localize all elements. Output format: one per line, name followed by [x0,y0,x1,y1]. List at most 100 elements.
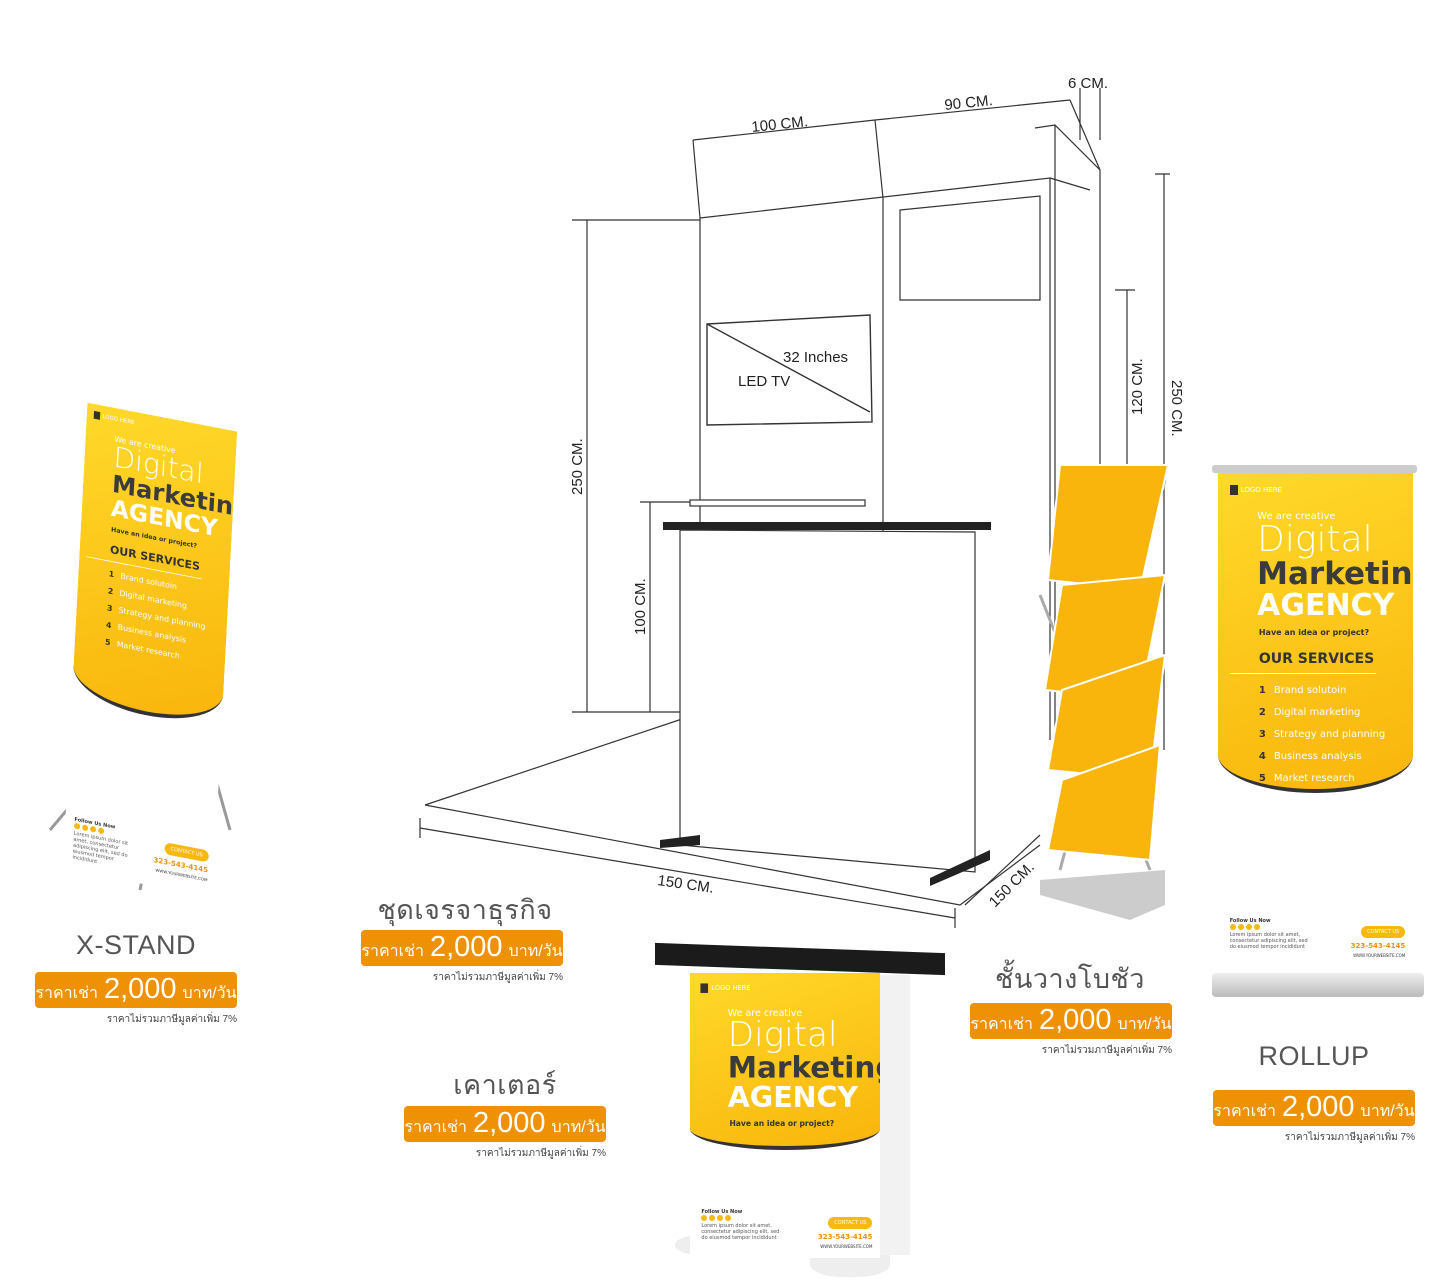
business-set-price-badge: ราคาเช่า 2,000 บาท/วัน [361,930,563,966]
booth-counter-feet [660,835,990,886]
poster-yellow-panel [1218,473,1413,793]
poster-logo: LOGO HERE [700,983,869,994]
price-prefix: ราคาเช่า [970,1016,1033,1033]
service-number: 4 [105,621,112,631]
counter-top [655,942,945,976]
tv-outline [706,314,873,426]
brochure-rack-vat-note: ราคาไม่รวมภาษีมูลค่าเพิ่ม 7% [1041,1045,1172,1056]
poster-footer: Follow Us Now Lorem ipsum dolor sit amet… [1229,918,1406,958]
service-number: 4 [1258,750,1266,762]
brochure-rack-price-badge: ราคาเช่า 2,000 บาท/วัน [970,1003,1172,1039]
counter-product: LOGO HERE We are creative Digital Market… [650,942,950,1280]
rollup-title: ROLLUP [1258,1041,1370,1071]
poster-lorem: Lorem ipsum dolor sit amet, consectetur … [701,1223,780,1242]
price-value: 2,000 [103,973,177,1005]
service-item: 4 Business analysis [1259,751,1401,762]
poster-website: WWW.YOURWEBSITE.COM [1353,953,1406,958]
tv-size-label: 32 Inches [783,349,848,366]
poster-footer: Follow Us Now Lorem ipsum dolor sit amet… [701,1209,873,1250]
poster-agency: AGENCY [1257,587,1395,623]
price-value: 2,000 [1038,1004,1112,1036]
service-number: 3 [106,604,113,614]
bag-icon [1229,484,1238,495]
poster-creative: We are creative [727,1008,803,1019]
poster-marketing: Marketing [727,1051,880,1086]
contact-button: CONTACT US [828,1217,873,1230]
poster-digital: Digital [1257,518,1373,560]
poster-services-title: OUR SERVICES [1229,651,1376,674]
service-number: 1 [1258,684,1266,696]
booth-counter-top [663,522,991,530]
price-value: 2,000 [429,931,503,963]
counter-title: เคาเตอร์ [453,1070,557,1100]
social-icons [701,1215,872,1223]
price-value: 2,000 [1281,1091,1355,1123]
follow-label: Follow Us Now [701,1209,743,1216]
x-stand-title: X-STAND [75,930,196,960]
service-item: 2 Digital marketing [1259,707,1401,718]
rollup-top-bar [1212,465,1417,473]
price-unit: บาท/วัน [1360,1103,1415,1120]
service-item: 5 Market research [1259,773,1401,784]
dim-top-left: 100 CM. [751,113,809,136]
counter-poster: LOGO HERE We are creative Digital Market… [690,973,880,1258]
business-set-vat-note: ราคาไม่รวมภาษีมูลค่าเพิ่ม 7% [432,972,563,983]
x-stand-poster: LOGO HERE We are creative Digital Market… [62,402,238,898]
rollup-base [1212,973,1424,997]
booth-door-frame [899,195,1041,301]
dimension-line-depth [964,834,1041,906]
service-number: 5 [1258,772,1266,784]
counter-side-panel [880,975,910,1255]
services-list: 1 Brand solutoin 2 Digital marketing 3 Strate… [1230,685,1402,784]
price-unit: บาท/วัน [182,985,237,1002]
bag-icon [700,983,709,994]
booth-floor [424,717,1041,906]
poster-phone: 323-543-4145 [817,1233,873,1242]
contact-button: CONTACT US [1361,926,1406,938]
rollup-vat-note: ราคาไม่รวมภาษีมูลค่าเพิ่ม 7% [1284,1132,1415,1143]
dimension-line-floor [419,818,956,928]
business-set-title: ชุดเจรจาธุรกิจ [377,895,553,925]
service-label: Market research [1273,772,1355,784]
dimension-line-left [572,219,700,713]
dim-top-right: 90 CM. [944,92,994,114]
price-unit: บาท/วัน [551,1119,606,1136]
price-prefix: ราคาเช่า [1213,1103,1276,1120]
service-number: 3 [1258,728,1266,740]
dim-counter-height: 100 CM. [632,578,649,635]
service-label: Business analysis [1273,750,1362,762]
poster-logo: LOGO HERE [1229,484,1402,495]
poster-digital: Digital [727,1016,838,1056]
tv-label: LED TV [738,373,790,390]
x-stand-vat-note: ราคาไม่รวมภาษีมูลค่าเพิ่ม 7% [106,1014,237,1025]
service-item: 3 Strategy and planning [1259,729,1401,740]
rollup-price-badge: ราคาเช่า 2,000 บาท/วัน [1213,1090,1415,1126]
bag-icon [93,410,101,420]
x-stand-price-badge: ราคาเช่า 2,000 บาท/วัน [35,972,237,1008]
price-prefix: ราคาเช่า [35,985,98,1002]
poster-website: WWW.YOURWEBSITE.COM [820,1244,873,1250]
price-value: 2,000 [472,1107,546,1139]
service-number: 2 [1258,706,1266,718]
dim-door-height: 120 CM. [1129,358,1146,415]
service-number: 5 [104,638,111,648]
social-icons [1229,924,1406,932]
service-item: 1 Brand solutoin [1259,685,1401,696]
dimension-line-right [1155,173,1170,750]
service-label: Digital marketing [1273,706,1361,718]
brochure-stand [1038,464,1170,920]
service-number: 2 [107,587,114,597]
price-prefix: ราคาเช่า [361,943,424,960]
poster-yellow-panel [690,973,880,1150]
booth-shelf [689,499,866,507]
price-unit: บาท/วัน [508,943,563,960]
dim-height-left: 250 CM. [569,438,586,495]
service-label: Brand solutoin [1273,684,1347,696]
counter-price-badge: ราคาเช่า 2,000 บาท/วัน [404,1106,606,1142]
logo-text: LOGO HERE [1240,485,1282,494]
service-label: Strategy and planning [1273,728,1386,740]
booth-counter-body [679,529,976,873]
poster-agency: AGENCY [727,1081,859,1115]
